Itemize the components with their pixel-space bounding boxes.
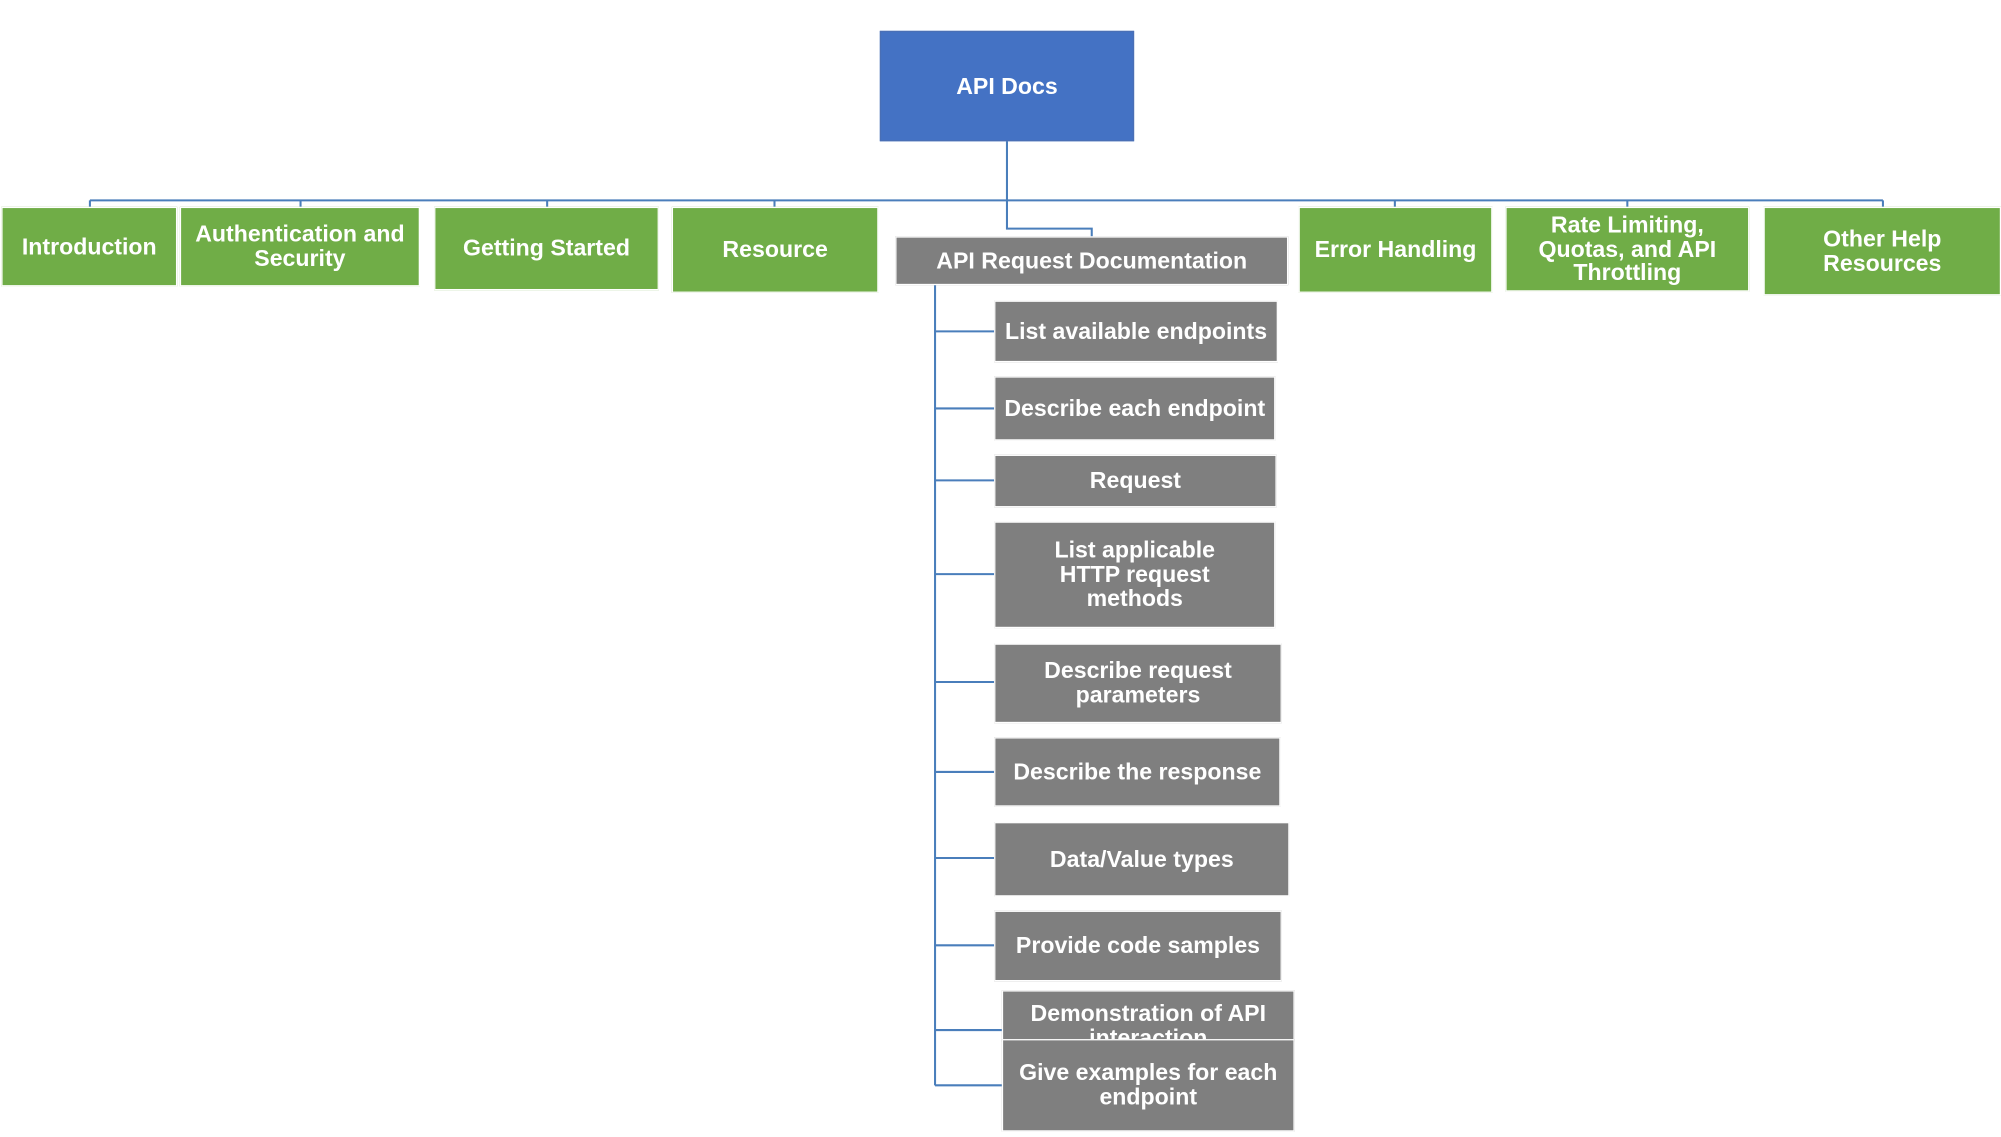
connector-api-request-documentation [1005,200,1093,237]
node-demonstration-of-api-interaction[interactable]: Demonstration of API interaction [1001,990,1295,1042]
node-label: List available endpoints [1005,317,1268,344]
node-give-examples-for-each-endpoint[interactable]: Give examples for each endpoint [1001,1039,1295,1132]
node-label: Describe each endpoint [1004,395,1266,421]
node-label: Request [1089,467,1182,494]
node-other-help-resources[interactable]: Other Help Resources [1763,206,2001,296]
node-label: Introduction [21,233,157,259]
node-describe-the-response[interactable]: Describe the response [994,737,1281,807]
node-describe-request-parameters[interactable]: Describe request parameters [994,643,1282,724]
node-label: Rate Limiting, Quotas, and API Throttlin… [1538,211,1717,286]
node-data-value-types[interactable]: Data/Value types [994,822,1290,897]
node-label: Give examples for each endpoint [1019,1059,1278,1110]
node-label: API Request Documentation [936,247,1248,273]
node-rate-limiting[interactable]: Rate Limiting, Quotas, and API Throttlin… [1505,206,1750,292]
node-introduction[interactable]: Introduction [1,206,178,287]
node-error-handling[interactable]: Error Handling [1298,206,1493,293]
node-list-available-endpoints[interactable]: List available endpoints [994,300,1278,363]
node-label: Authentication and Security [195,221,405,272]
node-label: Resource [722,236,828,263]
node-api-request-documentation[interactable]: API Request Documentation [895,236,1289,286]
node-label: Provide code samples [1015,932,1261,959]
node-label: Describe the response [1013,758,1262,785]
node-http-request-methods[interactable]: List applicable HTTP request methods [994,521,1276,629]
node-label: Describe request parameters [1044,657,1232,708]
node-label: Error Handling [1314,236,1477,263]
node-request[interactable]: Request [994,454,1277,508]
node-label: Getting Started [463,235,630,261]
node-label: Data/Value types [1049,845,1234,872]
node-provide-code-samples[interactable]: Provide code samples [994,910,1282,982]
node-resource[interactable]: Resource [671,206,879,293]
node-authentication-and-security[interactable]: Authentication and Security [179,206,420,287]
node-getting-started[interactable]: Getting Started [434,206,659,291]
node-label: Demonstration of API interaction [1030,1000,1266,1042]
node-label: Other Help Resources [1823,225,1942,276]
node-label: API Docs [956,72,1058,99]
node-describe-each-endpoint[interactable]: Describe each endpoint [994,376,1276,441]
node-api-docs[interactable]: API Docs [879,30,1135,142]
node-label: List applicable HTTP request methods [1054,537,1216,612]
